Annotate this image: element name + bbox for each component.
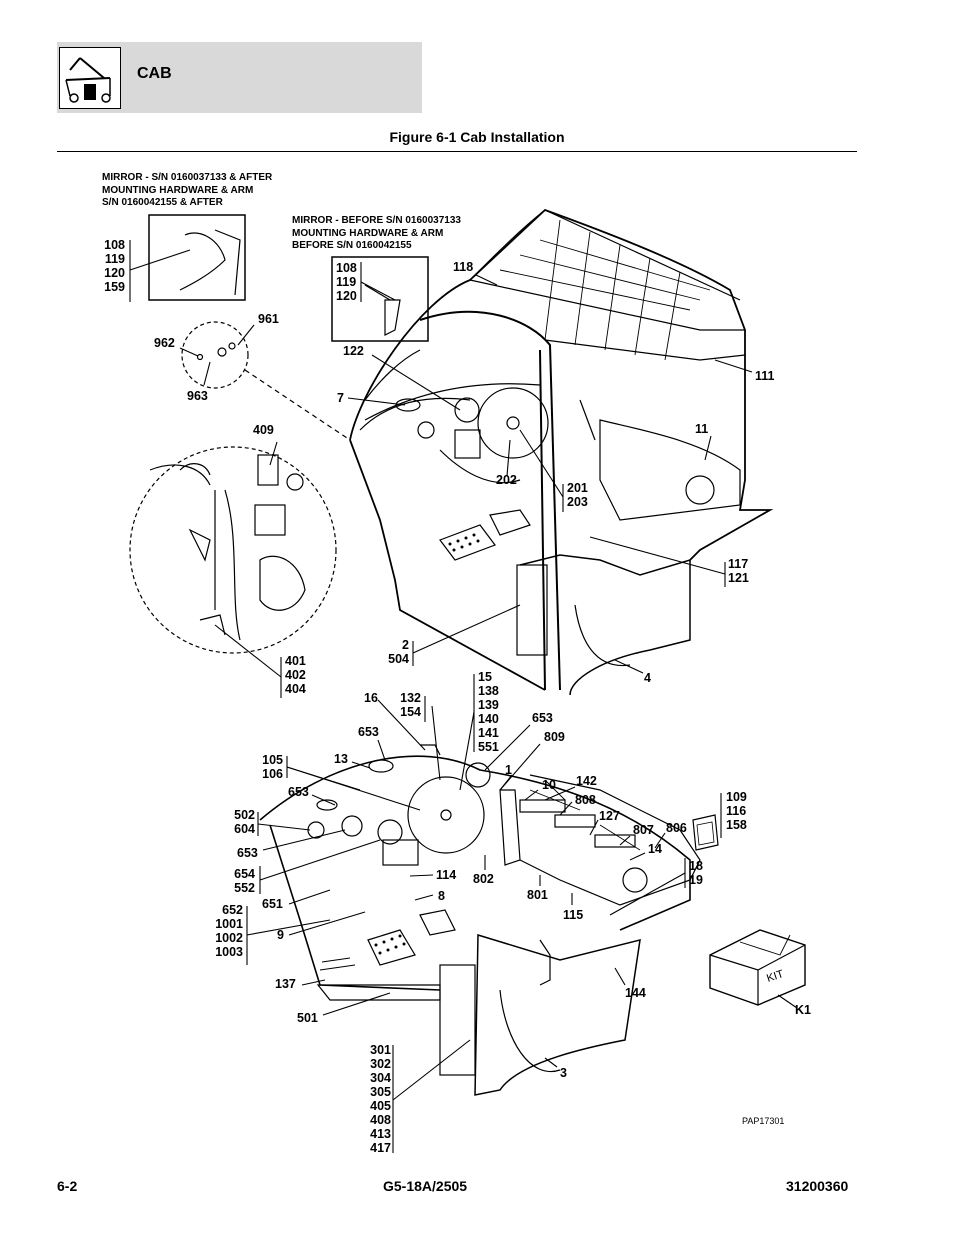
callout-802: 802 xyxy=(473,872,494,886)
callout-651: 651 xyxy=(262,897,283,911)
callout-18-19: 18 19 xyxy=(689,859,703,887)
title-divider xyxy=(57,151,857,152)
callout-808: 808 xyxy=(575,793,596,807)
callout-202: 202 xyxy=(496,473,517,487)
callout-962: 962 xyxy=(154,336,175,350)
callout-114: 114 xyxy=(436,868,457,882)
callout-118: 118 xyxy=(453,260,474,274)
callout-111: 111 xyxy=(755,369,775,383)
telehandler-cab-icon xyxy=(59,47,121,109)
callout-801: 801 xyxy=(527,888,548,902)
drawing-reference-id: PAP17301 xyxy=(742,1116,785,1126)
document-number: 31200360 xyxy=(786,1178,849,1194)
callout-652-group: 652 1001 1002 1003 xyxy=(215,903,243,959)
callout-108-119-120-159: 108 119 120 159 xyxy=(104,238,125,294)
callout-144: 144 xyxy=(625,986,646,1000)
callout-301-group: 301 302 304 305 405 408 413 417 xyxy=(370,1043,391,1155)
note-mirror-after: MIRROR - S/N 0160037133 & AFTER MOUNTING… xyxy=(102,172,273,208)
callout-409: 409 xyxy=(253,423,274,437)
callout-653-c: 653 xyxy=(288,785,309,799)
section-title: CAB xyxy=(137,65,172,82)
callout-10: 10 xyxy=(542,778,556,792)
callout-109-116-158: 109 116 158 xyxy=(726,790,747,832)
callout-132-154: 132 154 xyxy=(400,691,421,719)
callout-117-121: 117 121 xyxy=(728,557,749,585)
callout-K1: K1 xyxy=(795,1003,811,1017)
kit-box xyxy=(709,929,806,1006)
mirror-after-detail-box xyxy=(148,214,246,301)
callout-653-d: 653 xyxy=(237,846,258,860)
mirror-hardware-detail xyxy=(181,321,249,389)
callout-13: 13 xyxy=(334,752,348,766)
callout-2-504: 2 504 xyxy=(388,638,409,666)
callout-9: 9 xyxy=(277,928,284,942)
callout-961: 961 xyxy=(258,312,279,326)
callout-105-106: 105 106 xyxy=(262,753,283,781)
callout-653-a: 653 xyxy=(532,711,553,725)
callout-4: 4 xyxy=(644,671,651,685)
callout-401-402-404: 401 402 404 xyxy=(285,654,306,696)
note-mirror-before: MIRROR - BEFORE S/N 0160037133 MOUNTING … xyxy=(292,215,461,251)
figure-title: Figure 6-1 Cab Installation xyxy=(389,129,565,145)
callout-16: 16 xyxy=(364,691,378,705)
kit-label: KIT xyxy=(765,968,785,985)
callout-1: 1 xyxy=(505,763,512,777)
electrical-detail xyxy=(129,446,337,654)
callout-137: 137 xyxy=(275,977,296,991)
callout-142: 142 xyxy=(576,774,597,788)
callout-502-604: 502 604 xyxy=(234,808,255,836)
callout-115: 115 xyxy=(563,908,584,922)
callout-127: 127 xyxy=(599,809,620,823)
callout-654-552: 654 552 xyxy=(234,867,255,895)
model-number: G5-18A/2505 xyxy=(383,1178,468,1194)
callout-201-203: 201 203 xyxy=(567,481,588,509)
callout-809: 809 xyxy=(544,730,565,744)
callout-122: 122 xyxy=(343,344,364,358)
callout-501: 501 xyxy=(297,1011,318,1025)
callout-14: 14 xyxy=(648,842,662,856)
mirror-before-detail-box xyxy=(331,256,429,342)
callout-653-b: 653 xyxy=(358,725,379,739)
callout-7: 7 xyxy=(337,391,344,405)
callout-15-group: 15 138 139 140 141 551 xyxy=(478,670,499,754)
callout-8: 8 xyxy=(438,889,445,903)
callout-108-119-120: 108 119 120 xyxy=(336,261,357,303)
callout-11: 11 xyxy=(695,422,709,436)
callout-3: 3 xyxy=(560,1066,567,1080)
callout-806: 806 xyxy=(666,821,687,835)
callout-963: 963 xyxy=(187,389,208,403)
callout-807: 807 xyxy=(633,823,654,837)
page-number: 6-2 xyxy=(57,1178,78,1194)
